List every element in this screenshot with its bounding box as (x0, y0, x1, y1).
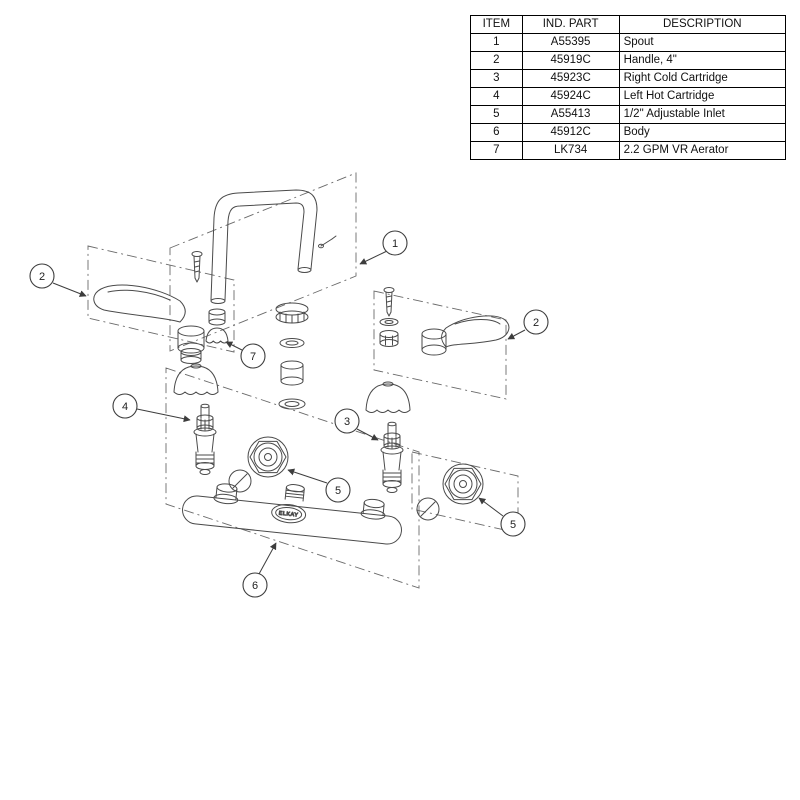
part-description: Handle, 4" (618, 51, 787, 70)
part-description: Spout (618, 33, 787, 52)
part-description: Left Hot Cartridge (618, 87, 787, 106)
callout-7: 7 (225, 341, 266, 369)
right-handle-assembly (365, 287, 510, 413)
item-number: 7 (470, 141, 523, 160)
table-row: 3 45923C Right Cold Cartridge (470, 69, 787, 88)
part-number: 45912C (521, 123, 620, 142)
callout-1: 1 (359, 230, 408, 265)
callout-2-right-label: 2 (533, 317, 539, 329)
col-header-item: ITEM (470, 15, 523, 34)
body-boundary-box (165, 367, 420, 589)
aerator-part (205, 308, 229, 344)
callout-5-right-label: 5 (510, 519, 516, 531)
table-row: 7 LK734 2.2 GPM VR Aerator (470, 141, 787, 160)
part-number: 45919C (521, 51, 620, 70)
left-inlet-part (228, 436, 289, 493)
parts-table-container: ITEM IND. PART DESCRIPTION 1 A55395 Spou… (470, 15, 787, 160)
body-brand-text: ELKAY (278, 511, 298, 519)
part-number: 45924C (521, 87, 620, 106)
table-row: 5 A55413 1/2" Adjustable Inlet (470, 105, 787, 124)
col-header-part: IND. PART (521, 15, 620, 34)
item-number: 1 (470, 33, 523, 52)
spout-part (210, 189, 337, 304)
callout-4: 4 (112, 393, 191, 423)
item-number: 3 (470, 69, 523, 88)
table-header-row: ITEM IND. PART DESCRIPTION (470, 15, 787, 34)
body-part: ELKAY (182, 483, 402, 545)
item-number: 2 (470, 51, 523, 70)
table-row: 2 45919C Handle, 4" (470, 51, 787, 70)
col-header-description: DESCRIPTION (618, 15, 787, 34)
item-number: 6 (470, 123, 523, 142)
item-number: 5 (470, 105, 523, 124)
callout-6: 6 (242, 542, 277, 598)
part-description: 2.2 GPM VR Aerator (618, 141, 787, 160)
table-row: 1 A55395 Spout (470, 33, 787, 52)
right-handle-boundary-box (373, 290, 507, 400)
part-number: A55413 (521, 105, 620, 124)
part-description: Right Cold Cartridge (618, 69, 787, 88)
table-row: 4 45924C Left Hot Cartridge (470, 87, 787, 106)
part-number: LK734 (521, 141, 620, 160)
left-handle-assembly (93, 251, 219, 395)
callout-4-label: 4 (122, 401, 128, 413)
callout-2-right: 2 (507, 309, 549, 340)
right-cold-cartridge-part (380, 421, 404, 493)
callout-3: 3 (334, 408, 379, 441)
left-hot-cartridge-part (193, 403, 217, 475)
part-number: A55395 (521, 33, 620, 52)
callout-7-label: 7 (250, 351, 256, 363)
spout-boundary-box (169, 172, 357, 352)
spout-mounting-stack (275, 302, 309, 410)
table-row: 6 45912C Body (470, 123, 787, 142)
right-inlet-part (416, 463, 484, 521)
callout-5-right: 5 (478, 497, 526, 537)
part-description: 1/2" Adjustable Inlet (618, 105, 787, 124)
part-number: 45923C (521, 69, 620, 88)
callout-3-label: 3 (344, 416, 350, 428)
callout-1-label: 1 (392, 238, 398, 250)
callout-6-label: 6 (252, 580, 258, 592)
callout-2-left-label: 2 (39, 271, 45, 283)
part-description: Body (618, 123, 787, 142)
callout-5-left-label: 5 (335, 485, 341, 497)
callout-2-left: 2 (29, 263, 87, 297)
item-number: 4 (470, 87, 523, 106)
callout-5-left: 5 (287, 468, 351, 503)
left-handle-boundary-box (87, 245, 235, 353)
parts-table: ITEM IND. PART DESCRIPTION 1 A55395 Spou… (470, 15, 787, 160)
